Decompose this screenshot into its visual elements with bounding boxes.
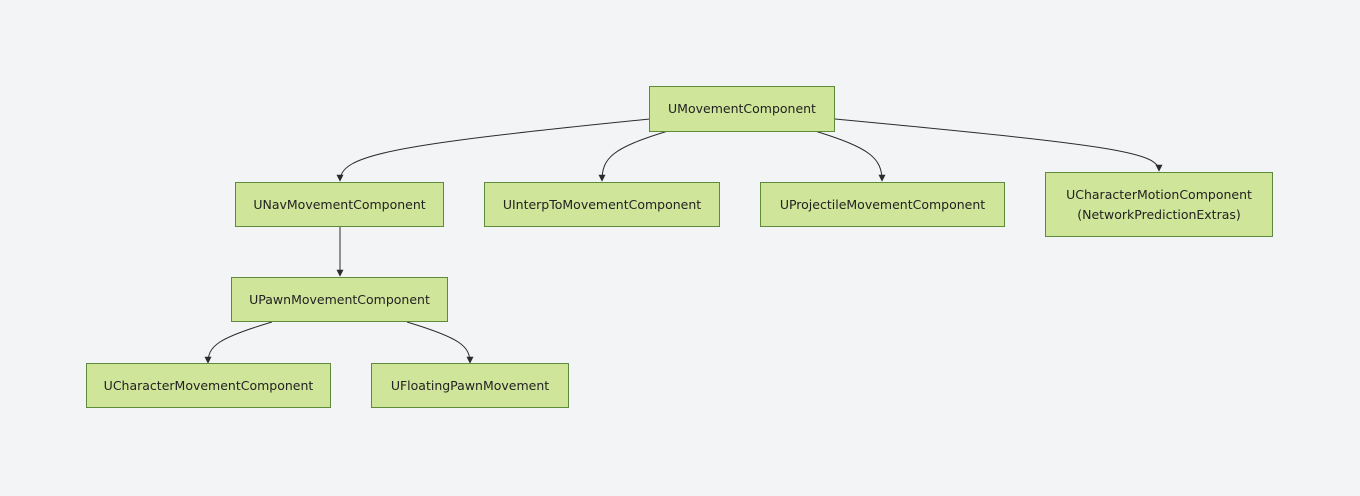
- edge-umovement-to-unav: [336, 118, 651, 182]
- node-umovementcomponent: UMovementComponent: [649, 86, 835, 132]
- node-uinterptomovementcomponent: UInterpToMovementComponent: [484, 182, 720, 227]
- node-label: UCharacterMovementComponent: [104, 378, 314, 393]
- node-label-line-2: (NetworkPredictionExtras): [1077, 207, 1241, 222]
- edge-umovement-to-ucharmotion: [834, 118, 1163, 172]
- edge-upawn-to-ufloating: [406, 321, 474, 364]
- node-ucharactermotioncomponent: UCharacterMotionComponent (NetworkPredic…: [1045, 172, 1273, 237]
- node-label: UFloatingPawnMovement: [391, 378, 549, 393]
- node-ufloatingpawnmovement: UFloatingPawnMovement: [371, 363, 569, 408]
- edge-upawn-to-ucharmove: [204, 321, 273, 364]
- node-uprojectilemovementcomponent: UProjectileMovementComponent: [760, 182, 1005, 227]
- node-ucharactermovementcomponent: UCharacterMovementComponent: [86, 363, 331, 408]
- edges: [204, 118, 1163, 364]
- node-unavmovementcomponent: UNavMovementComponent: [235, 182, 444, 227]
- edge-umovement-to-uinterp: [598, 130, 669, 182]
- node-label: UPawnMovementComponent: [249, 292, 430, 307]
- node-upawnmovementcomponent: UPawnMovementComponent: [231, 277, 448, 322]
- edge-umovement-to-uprojectile: [814, 130, 886, 182]
- node-label-line-1: UCharacterMotionComponent: [1066, 187, 1252, 202]
- node-label: UNavMovementComponent: [253, 197, 425, 212]
- node-label: UInterpToMovementComponent: [503, 197, 701, 212]
- node-label: UMovementComponent: [668, 101, 816, 116]
- nodes: UMovementComponent UNavMovementComponent…: [86, 86, 1273, 408]
- node-label: UProjectileMovementComponent: [780, 197, 985, 212]
